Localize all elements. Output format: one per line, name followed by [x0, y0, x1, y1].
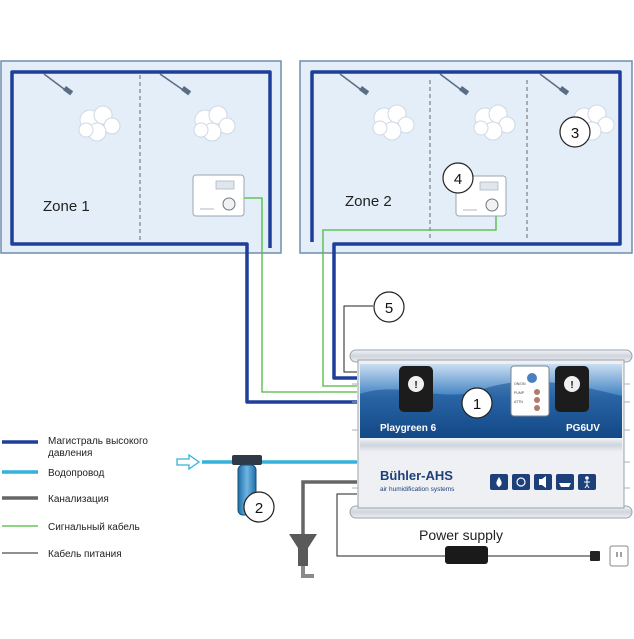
- pump-left: !: [399, 366, 433, 412]
- legend-label-high-pressure: Магистраль высокого: [48, 436, 148, 447]
- mist-cloud-icon: [372, 104, 415, 141]
- svg-text:4: 4: [454, 171, 462, 188]
- drain: [289, 480, 357, 578]
- high-pressure-line-zone-2: [310, 70, 622, 380]
- legend-label-high-pressure-2: давления: [48, 448, 92, 459]
- nozzle-zone-2a: [339, 73, 415, 141]
- legend-label-water: Водопровод: [48, 468, 104, 479]
- control-panel: ON/ON PUMP ATTN: [510, 365, 550, 417]
- nozzle-zone-1b: [159, 73, 236, 142]
- svg-text:ON/ON: ON/ON: [514, 382, 526, 386]
- power-supply-label: Power supply: [419, 527, 503, 543]
- mist-cloud-icon: [78, 105, 121, 142]
- unit-brand: Bühler-AHS: [380, 468, 453, 483]
- power-cable: [336, 493, 446, 557]
- power-supply: Power supply: [336, 493, 629, 567]
- zone-1-box: [0, 60, 282, 254]
- callout-3: 3: [559, 116, 591, 148]
- legend: Магистраль высокого давления Водопровод …: [2, 436, 148, 560]
- nozzle-zone-1a: [43, 73, 121, 142]
- zone-2-label: Zone 2: [345, 193, 392, 210]
- callout-1: 1: [461, 387, 493, 419]
- power-outlet-icon: [609, 545, 629, 567]
- svg-text:2: 2: [255, 500, 263, 517]
- drain-funnel: [289, 534, 317, 566]
- unit-model-left: Playgreen 6: [380, 423, 437, 434]
- water-inlet-arrow-icon: [176, 453, 201, 471]
- svg-text:1: 1: [473, 396, 481, 413]
- unit-icon-row: [490, 474, 596, 490]
- svg-text:!: !: [570, 380, 573, 391]
- signal-cable-zone-2: [322, 216, 497, 387]
- signal-cable-zone-1: [243, 197, 357, 393]
- mist-cloud-icon: [473, 104, 516, 141]
- power-plug-icon: [590, 551, 600, 561]
- hygrostat-zone-1: [192, 174, 245, 217]
- fan-icon: [512, 474, 530, 490]
- nozzle-zone-2b: [439, 73, 516, 141]
- callout-5: 5: [373, 291, 405, 323]
- svg-text:ATTN: ATTN: [514, 400, 523, 404]
- legend-label-signal: Сигнальный кабель: [48, 521, 140, 533]
- water-supply: [176, 453, 357, 516]
- legend-label-power: Кабель питания: [48, 548, 122, 560]
- svg-text:PUMP: PUMP: [514, 391, 525, 395]
- legend-label-drain: Канализация: [48, 494, 109, 505]
- power-supply-box: [445, 546, 488, 564]
- pump-right: !: [555, 366, 589, 412]
- high-pressure-line-zone-1: [10, 70, 357, 404]
- mist-cloud-icon: [193, 105, 236, 142]
- zone-1: Zone 1: [0, 60, 282, 254]
- callout-2: 2: [243, 491, 275, 523]
- svg-text:3: 3: [571, 125, 579, 142]
- zone-1-label: Zone 1: [43, 198, 90, 215]
- callout-4: 4: [442, 162, 474, 194]
- unit-steel-strip: [360, 438, 622, 452]
- humidifier-unit: ! ON/ON PUMP ATTN ! Playgreen 6 PG6UV Bü…: [349, 349, 633, 519]
- drain-line: [301, 480, 357, 535]
- svg-text:!: !: [414, 380, 417, 391]
- water-filter: [232, 455, 262, 516]
- bath-icon: [556, 474, 574, 490]
- svg-text:5: 5: [385, 300, 393, 317]
- unit-model-right: PG6UV: [566, 423, 600, 434]
- unit-tagline: air humidification systems: [380, 486, 455, 493]
